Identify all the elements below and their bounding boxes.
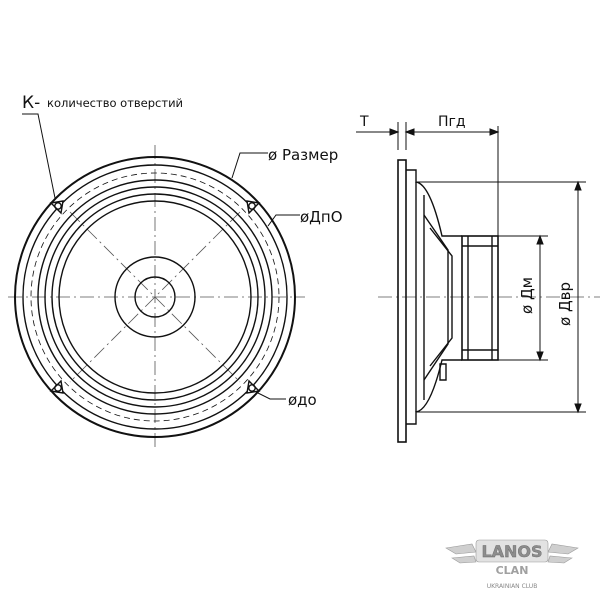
front-centerlines <box>8 145 305 450</box>
mounting-hole <box>246 200 261 215</box>
logo-wing-right <box>547 543 579 564</box>
frame-inner-ring <box>22 164 288 430</box>
t-dimension-label: Т <box>359 114 369 130</box>
holes-count-prefix: К- <box>22 93 40 113</box>
dimensions <box>356 122 586 414</box>
terminal <box>439 363 447 381</box>
mounting-hole <box>49 200 64 215</box>
mounting-holes <box>49 200 261 394</box>
basket-lower <box>406 359 462 425</box>
dust-cap-outer <box>114 256 196 338</box>
do-label: øдо <box>288 391 317 409</box>
dm-dimension-label: ø Дм <box>518 277 536 314</box>
pgd-dimension-label: Пгд <box>438 114 466 130</box>
dpo-label: øДпО <box>300 208 343 226</box>
cone-edge <box>58 200 252 394</box>
front-leaders <box>22 113 300 400</box>
surround-inner <box>51 193 259 401</box>
surround-outer <box>37 179 273 415</box>
holes-count-label: количество отверстий <box>47 96 183 110</box>
dvr-dimension-label: ø Двр <box>556 282 574 326</box>
front-view <box>8 113 305 450</box>
side-view <box>378 159 600 443</box>
dust-cap-inner <box>134 276 176 318</box>
mounting-hole <box>49 379 64 394</box>
surround-mid <box>44 186 266 408</box>
lanos-clan-logo: LANOS CLAN UKRAINIAN CLUB <box>445 539 579 590</box>
size-label: ø Размер <box>268 146 338 164</box>
basket-upper <box>406 169 462 237</box>
mounting-hole <box>246 379 261 394</box>
mounting-flange <box>397 159 407 443</box>
frame-outer-ring <box>14 156 296 438</box>
logo-tagline: UKRAINIAN CLUB <box>487 583 538 590</box>
logo-sub-text: CLAN <box>496 564 529 577</box>
logo-wing-left <box>445 543 477 564</box>
mounting-hole-circle <box>30 172 280 422</box>
logo-main-text: LANOS <box>481 542 542 561</box>
magnet <box>461 235 499 361</box>
